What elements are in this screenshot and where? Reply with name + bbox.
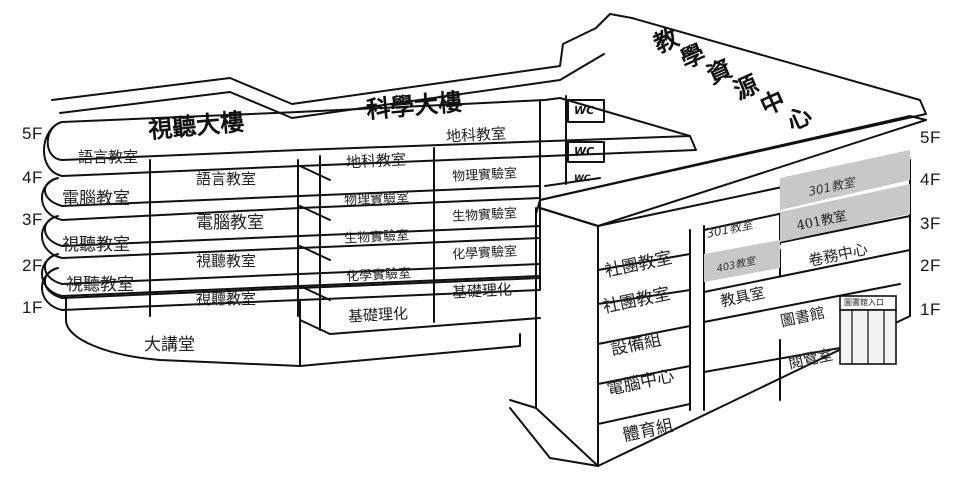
room-av-4f-right: 電腦教室 [196, 213, 264, 233]
room-sci-4f-left: 物理實驗室 [343, 190, 410, 209]
library-entrance-sign: 圖書館入口 [844, 298, 884, 307]
room-av-5f-left: 語言教室 [78, 148, 139, 166]
room-av-2f-right: 視聽教室 [196, 290, 257, 308]
room-sci-4f-right: 物理實驗室 [451, 166, 518, 185]
room-sci-1f-left: 基礎理化 [347, 304, 409, 326]
wc-box-5f [567, 99, 605, 123]
shaded-room-401 [780, 184, 910, 242]
floor-label-left-5f: 5F [22, 124, 43, 143]
cornice-5f [43, 121, 697, 177]
room-sci-1f-right: 基礎理化 [451, 280, 513, 302]
room-sci-2f-left: 化學實驗室 [345, 266, 412, 285]
roof-inner-edge [59, 53, 605, 119]
floor-label-right-2f: 2F [920, 256, 941, 275]
room-av-2f-left: 視聽教室 [66, 275, 134, 295]
room-sci-2f-right: 化學實驗室 [451, 244, 518, 263]
floor-label-right-4f: 4F [920, 170, 941, 189]
roof-outline [51, 13, 927, 215]
floor-label-left-3f: 3F [22, 210, 43, 229]
floor-label-right-5f: 5F [920, 128, 941, 147]
wc-label-4f: WC [574, 145, 595, 158]
floor-label-left-4f: 4F [22, 168, 43, 187]
room-av-3f-right: 視聽教室 [196, 252, 257, 270]
floor-label-right-1f: 1F [920, 300, 941, 319]
room-sci-3f-right: 生物實驗室 [451, 206, 518, 225]
floor-label-right-3f: 3F [920, 214, 941, 233]
tower-left-face [535, 207, 599, 467]
room-av-4f-left: 電腦教室 [62, 189, 130, 209]
wc-box-4f [567, 141, 605, 163]
library-entrance [839, 295, 897, 365]
room-sci-5f-left: 地科教室 [345, 150, 407, 172]
room-av-5f-right: 語言教室 [196, 170, 257, 188]
shaded-room-403 [704, 240, 780, 282]
shaded-room-301 [780, 150, 910, 210]
wc-label-3f: WC [574, 174, 591, 184]
room-av-3f-left: 視聽教室 [62, 235, 130, 255]
room-sci-5f-right: 地科教室 [445, 124, 507, 146]
floor-label-left-2f: 2F [22, 256, 43, 275]
room-sci-3f-left: 生物實驗室 [343, 228, 410, 247]
tower-front-face [597, 159, 911, 467]
wc-label-5f: WC [574, 104, 595, 117]
room-av-1f-auditorium: 大講堂 [144, 335, 195, 355]
floor-label-left-1f: 1F [22, 298, 43, 317]
ground-curve [65, 295, 521, 367]
